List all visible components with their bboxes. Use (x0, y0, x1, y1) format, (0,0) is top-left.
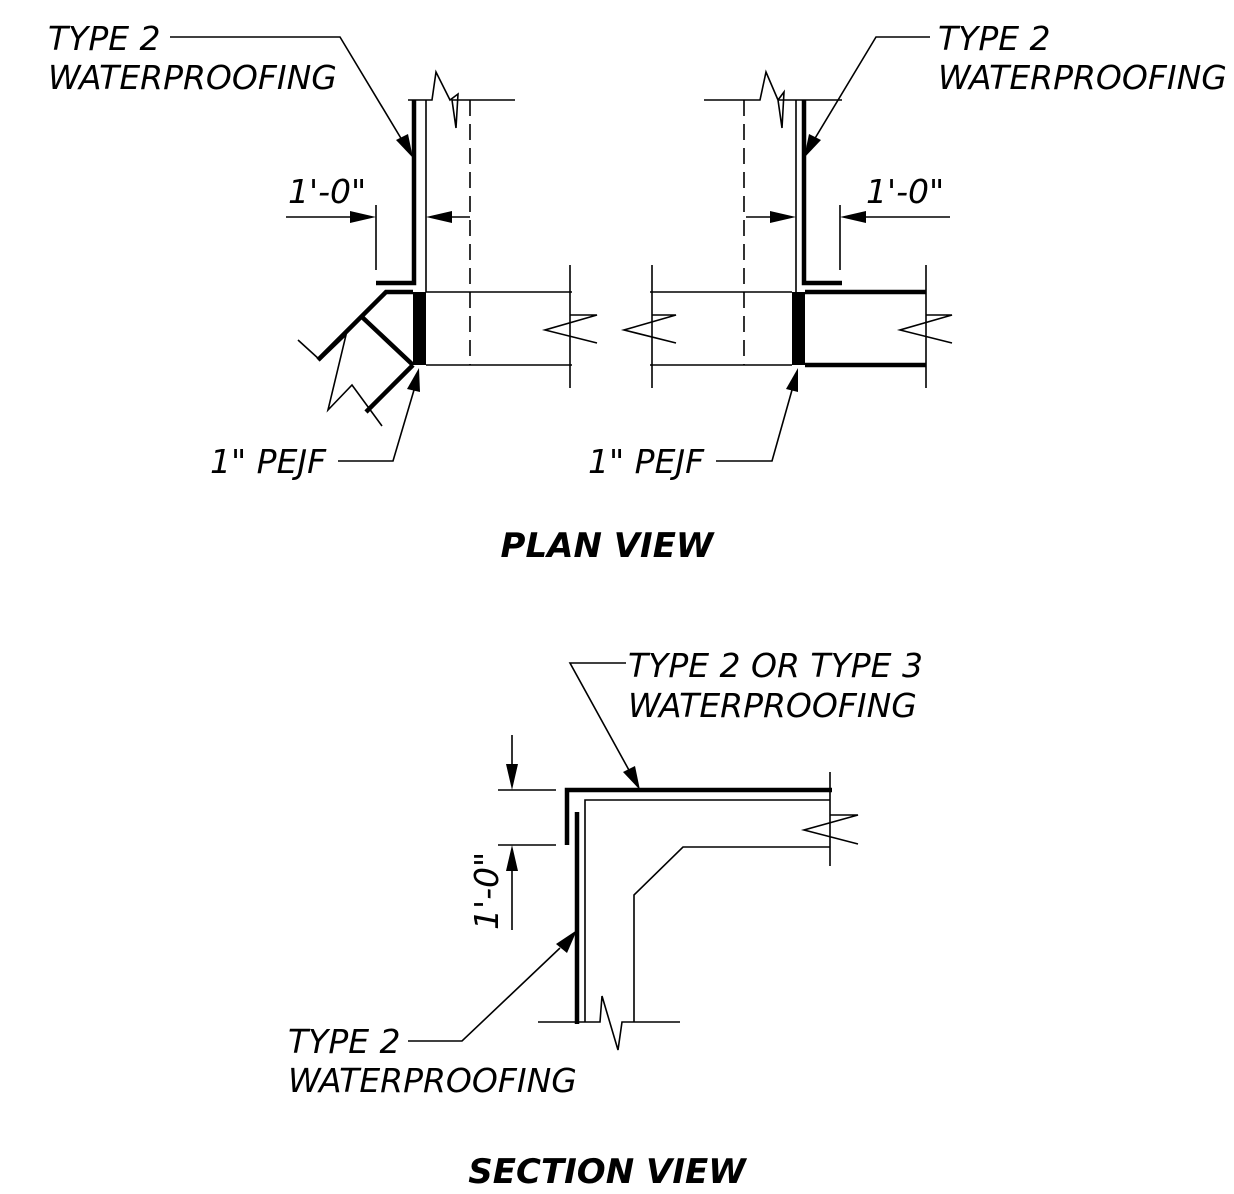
section-dimension-label: 1'-0" (467, 852, 506, 930)
plan-left-pejf-label: 1" PEJF (210, 442, 327, 481)
plan-left-angled-wall (316, 289, 413, 362)
plan-left-pejf-arrow (407, 368, 420, 392)
plan-left-waterproofing-label-line2: WATERPROOFING (48, 58, 337, 97)
plan-left-angled-wall-lower (364, 363, 415, 414)
plan-right-top-break (704, 69, 842, 129)
plan-right-pejf-arrow (786, 368, 798, 392)
plan-left-top-break (408, 69, 515, 129)
plan-right-pejf-leader (716, 389, 793, 462)
plan-left-diagonal-break (297, 332, 383, 427)
section-bottom-arrow (556, 930, 577, 953)
section-wall-break (538, 995, 680, 1051)
plan-left-dim-arrow-right (426, 211, 452, 223)
section-top-leader (568, 662, 631, 773)
plan-right-waterproofing-label-line1: TYPE 2 (938, 19, 1051, 58)
plan-right-waterproofing-leader (813, 36, 930, 141)
plan-left-waterproofing-leader (170, 36, 403, 141)
section-view-detail: TYPE 2 OR TYPE 3 WATERPROOFING 1'-0" TYP… (288, 646, 923, 1100)
section-dim-arrow-top (506, 764, 518, 790)
plan-left-waterproofing-arrow (396, 134, 413, 158)
plan-right-waterproofing-label-line2: WATERPROOFING (938, 58, 1227, 97)
section-top-label-line2: WATERPROOFING (628, 686, 917, 725)
section-top-label-line1: TYPE 2 OR TYPE 3 (628, 646, 923, 685)
plan-left-dim-arrow-left (350, 211, 376, 223)
section-dim-arrow-bottom (506, 845, 518, 871)
plan-view-title: PLAN VIEW (501, 526, 715, 566)
section-top-arrow (623, 766, 640, 790)
plan-right-pejf (792, 292, 805, 365)
section-top-waterproofing (564, 787, 832, 845)
section-inner-face (633, 846, 830, 1022)
plan-left-waterproofing-membrane (376, 100, 417, 286)
plan-right-dimension-label: 1'-0" (866, 172, 944, 211)
plan-right-left-break (620, 314, 677, 344)
section-bottom-leader (408, 947, 561, 1042)
plan-right-pejf-label: 1" PEJF (588, 442, 705, 481)
plan-right-waterproofing-arrow (804, 134, 821, 158)
plan-left-detail: TYPE 2 WATERPROOFING 1'-0" 1" PEJF (48, 19, 598, 481)
plan-right-dim-arrow-left (770, 211, 796, 223)
section-view-title: SECTION VIEW (468, 1152, 747, 1192)
plan-left-right-break (541, 314, 598, 344)
plan-left-waterproofing-label-line1: TYPE 2 (48, 19, 161, 58)
plan-left-pejf-leader (338, 389, 415, 462)
plan-right-detail: TYPE 2 WATERPROOFING 1'-0" 1" PEJF (588, 19, 1227, 481)
plan-right-waterproofing-membrane (801, 100, 842, 286)
section-bottom-label-line2: WATERPROOFING (288, 1061, 577, 1100)
section-outer-face (584, 799, 830, 1022)
plan-right-dim-arrow-right (840, 211, 866, 223)
section-slab-break (800, 814, 859, 845)
plan-left-dimension-label: 1'-0" (288, 172, 366, 211)
plan-left-pejf (413, 292, 426, 365)
plan-left-angled-joint (360, 315, 415, 367)
plan-right-slab-break (896, 314, 953, 344)
section-bottom-label-line1: TYPE 2 (288, 1022, 401, 1061)
